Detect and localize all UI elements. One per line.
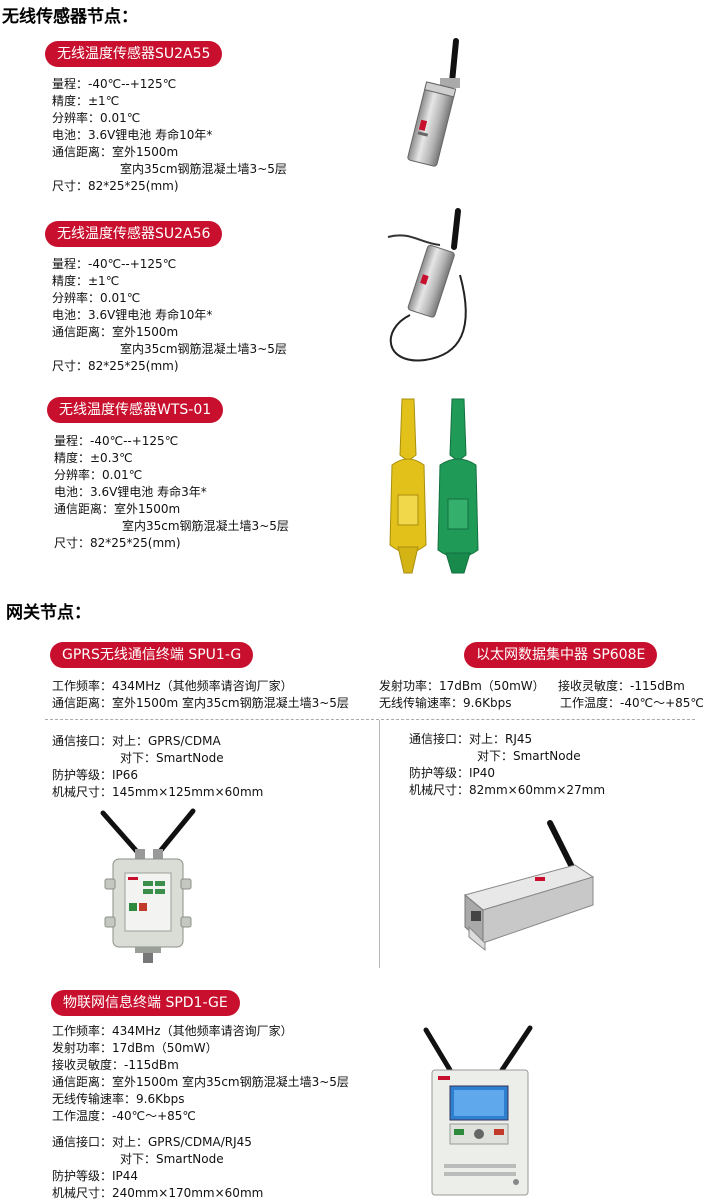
spec-iface-up: 通信接口：对上：GPRS/CDMA/RJ45: [52, 1135, 252, 1149]
sensor-specs-su2a56: 量程：-40℃--+125℃ 精度：±1℃ 分辨率：0.01℃ 电池：3.6V锂…: [52, 256, 287, 375]
spec-protection: 防护等级：IP66: [52, 768, 139, 782]
spec-accuracy: 精度：±1℃: [52, 94, 120, 108]
spec-distance-indoor: 室内35cm钢筋混凝土墙3~5层: [120, 342, 287, 356]
spec-battery: 电池：3.6V锂电池 寿命10年*: [52, 308, 213, 322]
sp608-temp: 工作温度：-40℃～+85℃: [560, 696, 704, 710]
sensor-su2a56-image: [387, 208, 467, 362]
spec-size: 尺寸：82*25*25(mm): [54, 536, 181, 550]
spec-size: 尺寸：82*25*25(mm): [52, 359, 179, 373]
spec-distance-outdoor: 通信距离：室外1500m: [52, 325, 179, 339]
spec-freq: 工作频率：434MHz（其他频率请咨询厂家）: [52, 1024, 293, 1038]
spec-distance-indoor: 室内35cm钢筋混凝土墙3~5层: [120, 162, 287, 176]
spec-rx-sens: 接收灵敏度：-115dBm: [52, 1058, 179, 1072]
sensor-wts01-image: [389, 398, 479, 574]
spu-lower-specs: 通信接口：对上：GPRS/CDMA 对下：SmartNode 防护等级：IP66…: [52, 733, 263, 801]
sensor-title-su2a56: 无线温度传感器SU2A56: [45, 221, 223, 247]
spec-distance: 通信距离：室外1500m 室内35cm钢筋混凝土墙3~5层: [52, 1075, 349, 1089]
spec-iface-down: 对下：SmartNode: [120, 751, 224, 765]
spu-top-specs: 工作频率：434MHz（其他频率请咨询厂家） 通信距离：室外1500m 室内35…: [52, 678, 349, 712]
divider-dashed: [45, 719, 695, 720]
spec-battery: 电池：3.6V锂电池 寿命3年*: [54, 485, 207, 499]
sp608-tx-power: 发射功率：17dBm（50mW）: [379, 679, 545, 693]
section-title-sensors: 无线传感器节点：: [2, 7, 138, 27]
spec-range: 量程：-40℃--+125℃: [52, 257, 177, 271]
sp608-rate: 无线传输速率：9.6Kbps: [379, 696, 512, 710]
spec-iface-up: 通信接口：对上：GPRS/CDMA: [52, 734, 221, 748]
spec-range: 量程：-40℃--+125℃: [54, 434, 179, 448]
spec-battery: 电池：3.6V锂电池 寿命10年*: [52, 128, 213, 142]
spec-protection: 防护等级：IP44: [52, 1169, 139, 1183]
spd1ge-device-image: [423, 1025, 533, 1196]
sp608-rx-sens: 接收灵敏度：-115dBm: [558, 679, 685, 693]
sensor-title-su2a55: 无线温度传感器SU2A55: [45, 41, 223, 67]
spec-distance: 通信距离：室外1500m 室内35cm钢筋混凝土墙3~5层: [52, 696, 349, 710]
spec-size: 机械尺寸：240mm×170mm×60mm: [52, 1186, 264, 1200]
spec-size: 尺寸：82*25*25(mm): [52, 179, 179, 193]
spec-iface-up: 通信接口：对上：RJ45: [409, 732, 533, 746]
spd-iface-specs: 通信接口：对上：GPRS/CDMA/RJ45 对下：SmartNode 防护等级…: [52, 1134, 263, 1202]
spec-distance-outdoor: 通信距离：室外1500m: [52, 145, 179, 159]
spec-size: 机械尺寸：145mm×125mm×60mm: [52, 785, 264, 799]
sp608-lower-specs: 通信接口：对上：RJ45 对下：SmartNode 防护等级：IP40 机械尺寸…: [409, 731, 605, 799]
sp608e-device-image: [463, 820, 595, 952]
sensor-su2a55-image: [407, 38, 460, 167]
sensor-specs-su2a55: 量程：-40℃--+125℃ 精度：±1℃ 分辨率：0.01℃ 电池：3.6V锂…: [52, 76, 287, 195]
spec-protection: 防护等级：IP40: [409, 766, 496, 780]
spec-accuracy: 精度：±0.3℃: [54, 451, 133, 465]
section-title-gateways: 网关节点：: [6, 603, 91, 623]
spec-iface-down: 对下：SmartNode: [120, 1152, 224, 1166]
spec-rate: 无线传输速率：9.6Kbps: [52, 1092, 185, 1106]
spec-size: 机械尺寸：82mm×60mm×27mm: [409, 783, 606, 797]
gateway-title-spu1g: GPRS无线通信终端 SPU1-G: [50, 642, 254, 668]
gateway-title-spd1ge: 物联网信息终端 SPD1-GE: [51, 990, 240, 1016]
spec-range: 量程：-40℃--+125℃: [52, 77, 177, 91]
spec-resolution: 分辨率：0.01℃: [54, 468, 143, 482]
spd-specs: 工作频率：434MHz（其他频率请咨询厂家） 发射功率：17dBm（50mW） …: [52, 1023, 349, 1125]
sensor-specs-wts01: 量程：-40℃--+125℃ 精度：±0.3℃ 分辨率：0.01℃ 电池：3.6…: [54, 433, 289, 552]
spec-freq: 工作频率：434MHz（其他频率请咨询厂家）: [52, 679, 293, 693]
spu1g-device-image: [100, 808, 196, 963]
spec-tx-power: 发射功率：17dBm（50mW）: [52, 1041, 218, 1055]
spec-resolution: 分辨率：0.01℃: [52, 111, 141, 125]
sensor-title-wts01: 无线温度传感器WTS-01: [47, 397, 224, 423]
spec-resolution: 分辨率：0.01℃: [52, 291, 141, 305]
spec-accuracy: 精度：±1℃: [52, 274, 120, 288]
spec-temp: 工作温度：-40℃～+85℃: [52, 1109, 196, 1123]
divider-vertical: [379, 720, 380, 968]
spec-iface-down: 对下：SmartNode: [477, 749, 581, 763]
gateway-title-sp608e: 以太网数据集中器 SP608E: [464, 642, 658, 668]
spec-distance-outdoor: 通信距离：室外1500m: [54, 502, 181, 516]
spec-distance-indoor: 室内35cm钢筋混凝土墙3~5层: [122, 519, 289, 533]
